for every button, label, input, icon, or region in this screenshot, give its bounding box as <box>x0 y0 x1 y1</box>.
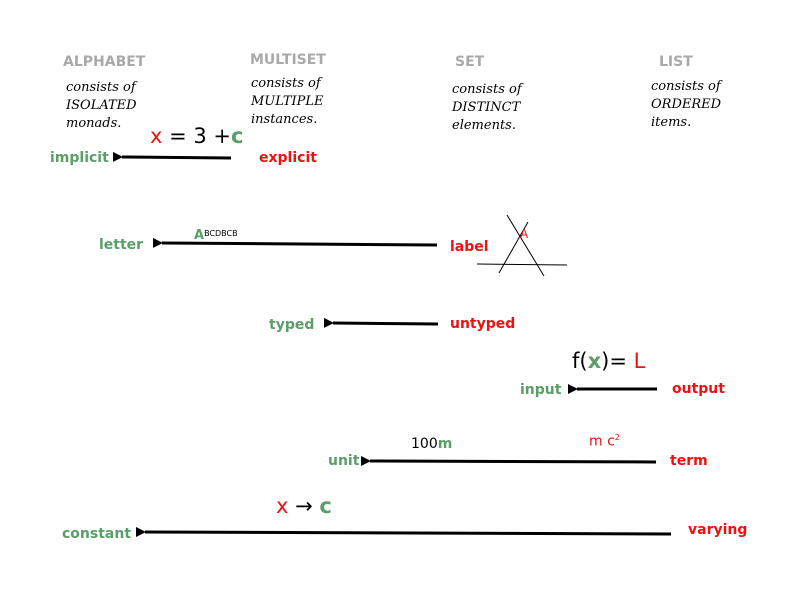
desc-line: MULTIPLE <box>251 94 324 109</box>
term-expression: m c2 <box>589 433 620 450</box>
triangle-vertex-label: A <box>520 227 529 241</box>
arrow-untyped-to-typed <box>323 317 439 328</box>
func-x: x <box>587 349 602 373</box>
desc-multiset: consists of MULTIPLE instances. <box>251 75 324 129</box>
arrow-explicit-to-implicit <box>112 151 232 162</box>
desc-alphabet: consists of ISOLATED monads. <box>66 79 137 133</box>
label-input: input <box>520 382 562 398</box>
desc-line: items. <box>651 115 692 130</box>
triangle-figure <box>476 214 568 277</box>
desc-line: ISOLATED <box>66 98 137 113</box>
term-c: c <box>607 433 615 450</box>
desc-line: DISTINCT <box>452 100 521 115</box>
desc-set: consists of DISTINCT elements. <box>452 81 522 135</box>
unit-num: 100 <box>411 436 438 452</box>
arrow-varying-to-constant <box>135 526 672 537</box>
arrow-expression: x → c <box>276 494 332 518</box>
label-untyped: untyped <box>450 316 516 332</box>
heading-alphabet: ALPHABET <box>63 54 146 70</box>
heading-multiset: MULTISET <box>250 52 326 68</box>
desc-line: instances. <box>251 112 318 127</box>
desc-line: elements. <box>452 118 516 133</box>
label-explicit: explicit <box>259 150 317 166</box>
label-implicit: implicit <box>50 150 109 166</box>
eq-x: x <box>150 124 163 148</box>
desc-line: consists of <box>251 76 321 91</box>
heading-list: LIST <box>659 54 693 70</box>
desc-line: consists of <box>66 80 136 95</box>
label-term: term <box>670 453 708 469</box>
arrow-label-to-letter <box>152 237 438 248</box>
label-typed: typed <box>269 317 315 333</box>
seq-first: A <box>194 228 205 243</box>
function-expression: f(x)= L <box>572 349 645 373</box>
func-close: )= <box>601 349 627 373</box>
term-m: m <box>589 433 603 450</box>
equation-x-equals-3-plus-c: x = 3 +c <box>150 124 243 148</box>
desc-line: monads. <box>66 116 122 131</box>
func-f: f( <box>572 349 588 373</box>
unit-m: m <box>437 436 453 452</box>
label-unit: unit <box>328 453 360 469</box>
arr-c: c <box>319 494 332 518</box>
term-exp: 2 <box>614 433 620 442</box>
label-letter: letter <box>99 237 144 253</box>
label-varying: varying <box>688 522 748 538</box>
arr-x: x <box>276 494 289 518</box>
arrow-term-to-unit <box>360 455 657 466</box>
desc-line: consists of <box>651 79 721 94</box>
desc-list: consists of ORDERED items. <box>651 78 721 132</box>
label-constant: constant <box>62 526 132 542</box>
letter-sequence: ABCDBCB <box>194 224 238 243</box>
desc-line: consists of <box>452 82 522 97</box>
unit-expression: 100m <box>411 436 452 452</box>
eq-c: c <box>231 124 244 148</box>
func-L: L <box>633 349 646 373</box>
label-output: output <box>672 381 725 397</box>
eq-middle: = 3 + <box>169 124 232 148</box>
label-label: label <box>450 239 489 255</box>
arr-symbol: → <box>295 494 313 518</box>
heading-set: SET <box>455 54 485 70</box>
seq-rest: BCDBCB <box>204 229 238 238</box>
desc-line: ORDERED <box>651 97 722 112</box>
